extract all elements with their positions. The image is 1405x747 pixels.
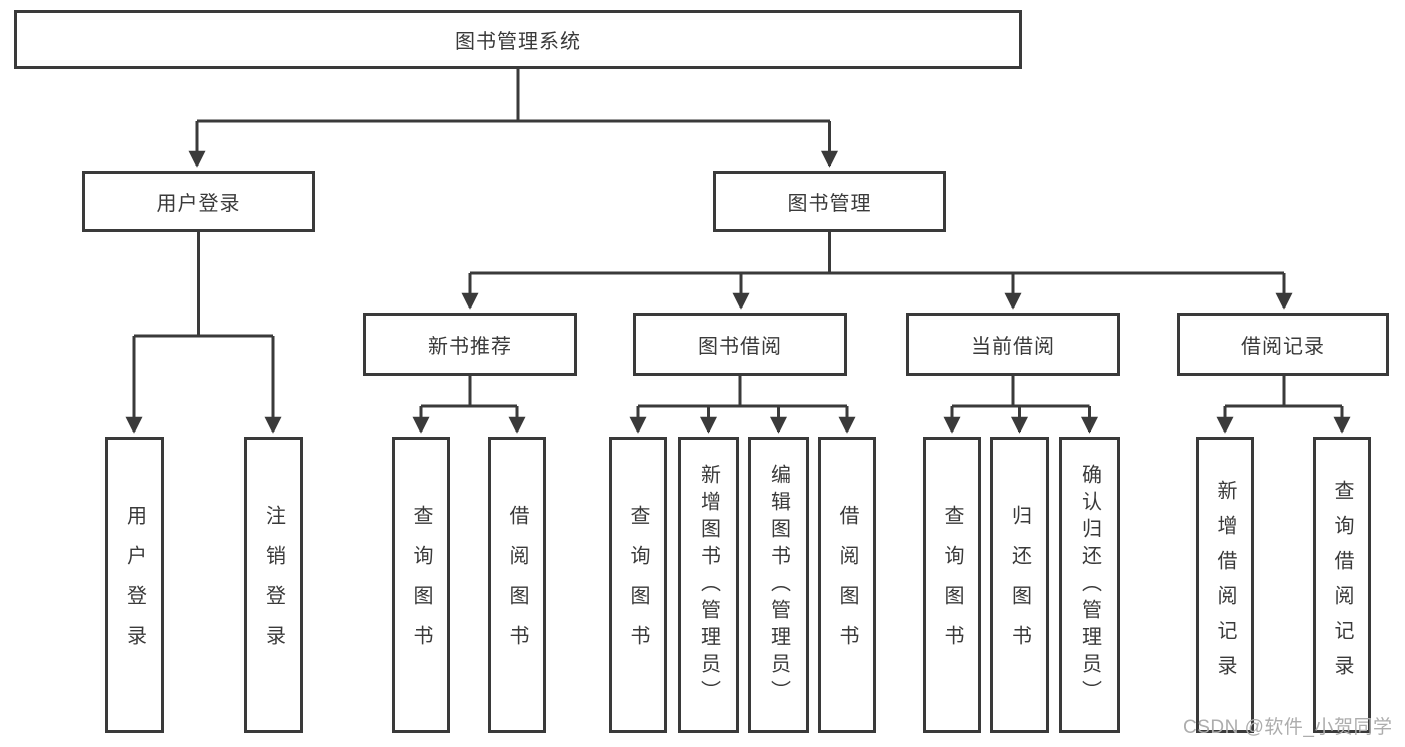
node-user-login-branch: 用户登录 — [82, 171, 315, 232]
leaf-user-login: 用户登录 — [105, 437, 164, 733]
node-label: 图书管理 — [787, 193, 872, 215]
csdn-watermark: CSDN @软件_小贺同学 — [1183, 717, 1393, 738]
leaf-add-books-admin: 新增图书（管理员） — [678, 437, 739, 733]
node-new-book-recommendation: 新书推荐 — [363, 313, 577, 376]
node-borrowing-records: 借阅记录 — [1177, 313, 1389, 376]
node-label: 图书管理系统 — [455, 31, 581, 53]
leaf-return-books: 归还图书 — [990, 437, 1049, 733]
leaf-borrow-books-recommend: 借阅图书 — [488, 437, 546, 733]
leaf-add-borrow-record: 新增借阅记录 — [1196, 437, 1254, 733]
node-label: 图书借阅 — [698, 336, 782, 358]
node-label: 用户登录 — [156, 193, 241, 215]
leaf-logout: 注销登录 — [244, 437, 303, 733]
node-label: 借阅记录 — [1241, 336, 1325, 358]
node-book-management-branch: 图书管理 — [713, 171, 946, 232]
leaf-confirm-return-admin: 确认归还（管理员） — [1059, 437, 1120, 733]
leaf-query-books-current: 查询图书 — [923, 437, 981, 733]
node-label: 新书推荐 — [428, 336, 512, 358]
node-book-borrowing: 图书借阅 — [633, 313, 847, 376]
node-current-borrowing: 当前借阅 — [906, 313, 1120, 376]
leaf-borrow-books: 借阅图书 — [818, 437, 876, 733]
leaf-edit-books-admin: 编辑图书（管理员） — [748, 437, 809, 733]
leaf-query-books-borrow: 查询图书 — [609, 437, 667, 733]
leaf-query-books-recommend: 查询图书 — [392, 437, 450, 733]
leaf-query-borrow-record: 查询借阅记录 — [1313, 437, 1371, 733]
node-library-system-root: 图书管理系统 — [14, 10, 1022, 69]
node-label: 当前借阅 — [971, 336, 1055, 358]
